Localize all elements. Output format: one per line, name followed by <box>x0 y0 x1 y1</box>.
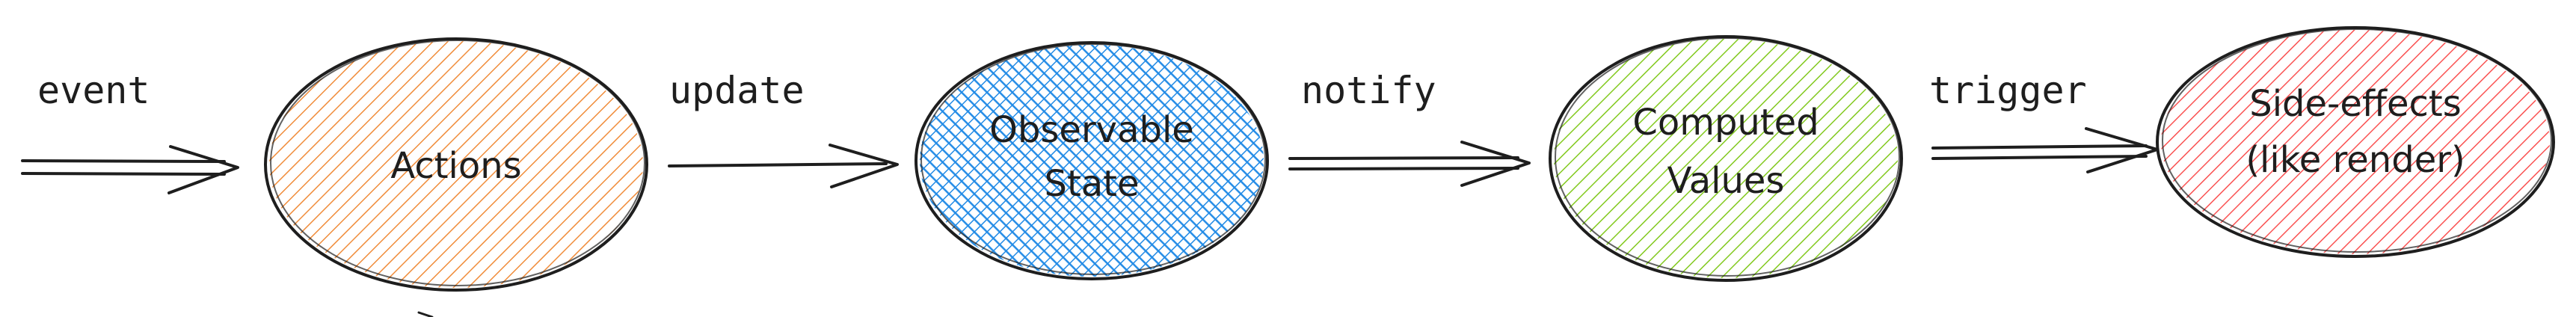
node-label-computed-values-line2: Values <box>1667 160 1785 202</box>
node-label-observable-state-line1: Observable <box>989 109 1194 151</box>
stray-stroke <box>417 311 434 317</box>
actions-outline <box>264 37 648 292</box>
observable-state-fill <box>920 45 1264 277</box>
side-effects-fill <box>2161 30 2550 254</box>
observable-state-outline <box>914 41 1269 280</box>
edge-label-notify: notify <box>1301 69 1436 112</box>
arrow-trigger <box>1931 127 2159 173</box>
node-side-effects: Side-effects (like render) <box>2156 26 2555 258</box>
actions-fill <box>269 41 643 288</box>
node-label-side-effects-line2: (like render) <box>2245 139 2465 181</box>
arrow-notify <box>1288 141 1531 187</box>
node-actions: Actions <box>264 37 648 292</box>
computed-values-fill <box>1554 39 1898 278</box>
node-observable-state: Observable State <box>914 41 1269 280</box>
node-computed-values: Computed Values <box>1549 35 1903 282</box>
node-label-actions: Actions <box>390 145 521 187</box>
edge-label-event: event <box>37 69 150 112</box>
arrow-event <box>21 145 239 194</box>
edge-label-trigger: trigger <box>1929 69 2087 112</box>
node-label-observable-state-line2: State <box>1044 163 1139 205</box>
edge-label-update: update <box>669 69 805 112</box>
computed-values-outline <box>1549 35 1903 282</box>
arrow-update <box>668 144 899 188</box>
node-label-computed-values-line1: Computed <box>1632 102 1819 144</box>
node-label-side-effects-line1: Side-effects <box>2249 83 2461 125</box>
side-effects-outline <box>2156 26 2555 258</box>
